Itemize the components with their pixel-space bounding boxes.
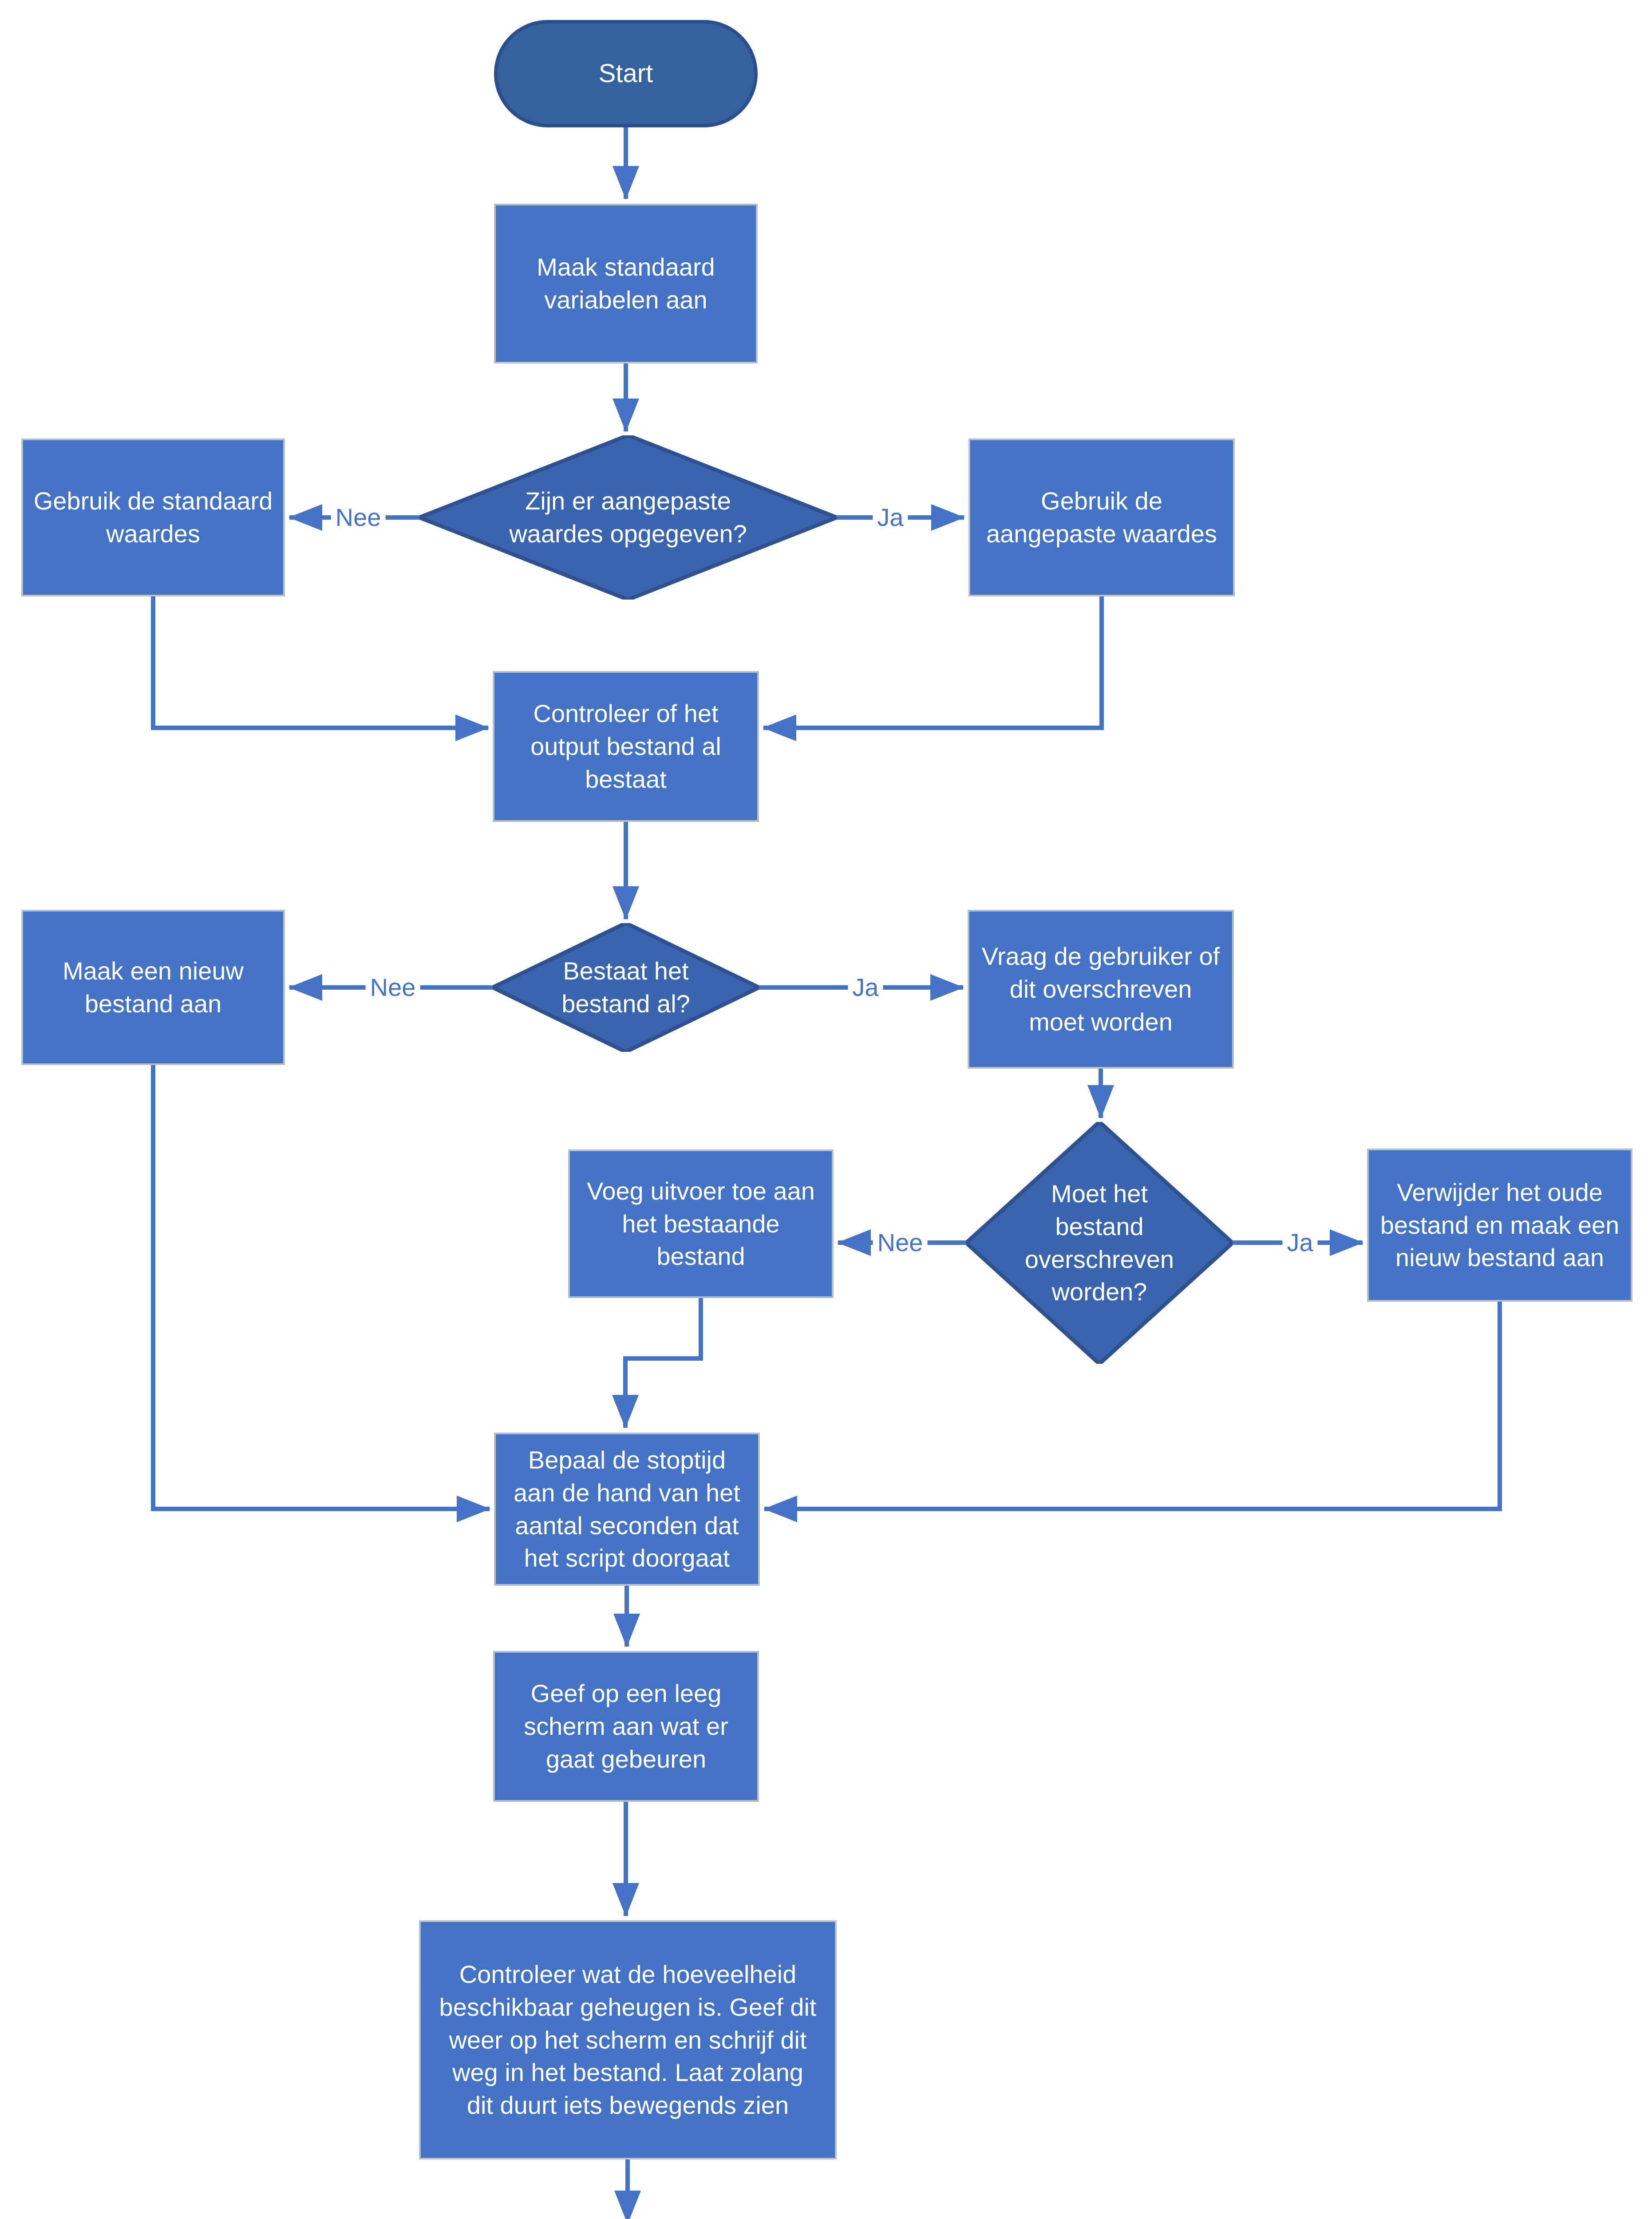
edge-label-file-exists-yes: Ja — [848, 973, 883, 1002]
node-append-output-label: Voeg uitvoer toe aan het bestaande besta… — [587, 1177, 815, 1271]
edge-append-to-determine-stop — [612, 1298, 703, 1429]
node-check-output-exists-label: Controleer of het output bestand al best… — [530, 699, 721, 793]
node-announce-action-label: Geef op een leeg scherm aan wat er gaat … — [524, 1679, 728, 1773]
node-determine-stop-time-label: Bepaal de stoptijd aan de hand van het a… — [514, 1445, 740, 1572]
edge-label-custom-values-no: Nee — [331, 503, 386, 532]
node-custom-values-q-label: Zijn er aangepaste waardes opgegeven? — [509, 487, 747, 548]
node-use-default-values: Gebruik de standaard waardes — [21, 438, 285, 596]
node-delete-old-create-new-label: Verwijder het oude bestand en maak een n… — [1380, 1178, 1620, 1272]
edge-label-overwrite-yes: Ja — [1282, 1228, 1318, 1257]
edge-label-overwrite-no: Nee — [873, 1228, 928, 1257]
node-overwrite-q: Moet het bestand overschreven worden? — [966, 1122, 1233, 1364]
node-overwrite-q-label: Moet het bestand overschreven worden? — [1024, 1179, 1174, 1306]
diamond-shape — [419, 435, 837, 600]
node-check-output-exists: Controleer of het output bestand al best… — [493, 671, 759, 822]
edge-delete-old-to-determine-stop — [763, 1302, 1502, 1522]
node-create-new-file: Maak een nieuw bestand aan — [21, 910, 285, 1065]
node-make-default-vars-label: Maak standaard variabelen aan — [537, 253, 715, 314]
edge-label-file-exists-no: Nee — [365, 973, 420, 1002]
edge-use-custom-to-check-output — [763, 596, 1104, 741]
node-determine-stop-time: Bepaal de stoptijd aan de hand van het a… — [494, 1433, 760, 1586]
edge-create-new-to-determine-stop — [151, 1065, 490, 1522]
node-ask-overwrite-label: Vraag de gebruiker of dit overschreven m… — [981, 942, 1220, 1036]
node-use-custom-values: Gebruik de aangepaste waardes — [968, 438, 1235, 596]
node-start-label: Start — [598, 59, 653, 88]
node-create-new-file-label: Maak een nieuw bestand aan — [63, 957, 244, 1018]
node-custom-values-q: Zijn er aangepaste waardes opgegeven? — [419, 435, 837, 600]
node-check-memory: Controleer wat de hoeveelheid beschikbaa… — [419, 1920, 837, 2160]
node-announce-action: Geef op een leeg scherm aan wat er gaat … — [493, 1651, 759, 1802]
node-file-exists-q: Bestaat het bestand al? — [493, 923, 759, 1052]
edge-label-custom-values-yes: Ja — [873, 503, 908, 532]
node-use-custom-values-label: Gebruik de aangepaste waardes — [986, 487, 1217, 548]
edge-use-default-to-check-output — [151, 596, 489, 741]
node-file-exists-q-label: Bestaat het bestand al? — [561, 957, 690, 1018]
node-delete-old-create-new: Verwijder het oude bestand en maak een n… — [1367, 1149, 1632, 1302]
node-ask-overwrite: Vraag de gebruiker of dit overschreven m… — [968, 910, 1234, 1069]
node-make-default-vars: Maak standaard variabelen aan — [494, 204, 758, 363]
node-append-output: Voeg uitvoer toe aan het bestaande besta… — [568, 1149, 834, 1298]
node-check-memory-label: Controleer wat de hoeveelheid beschikbaa… — [439, 1960, 817, 2120]
diamond-shape — [493, 923, 759, 1052]
diamond-shape — [966, 1122, 1233, 1364]
node-use-default-values-label: Gebruik de standaard waardes — [33, 487, 273, 548]
node-start: Start — [494, 20, 758, 127]
